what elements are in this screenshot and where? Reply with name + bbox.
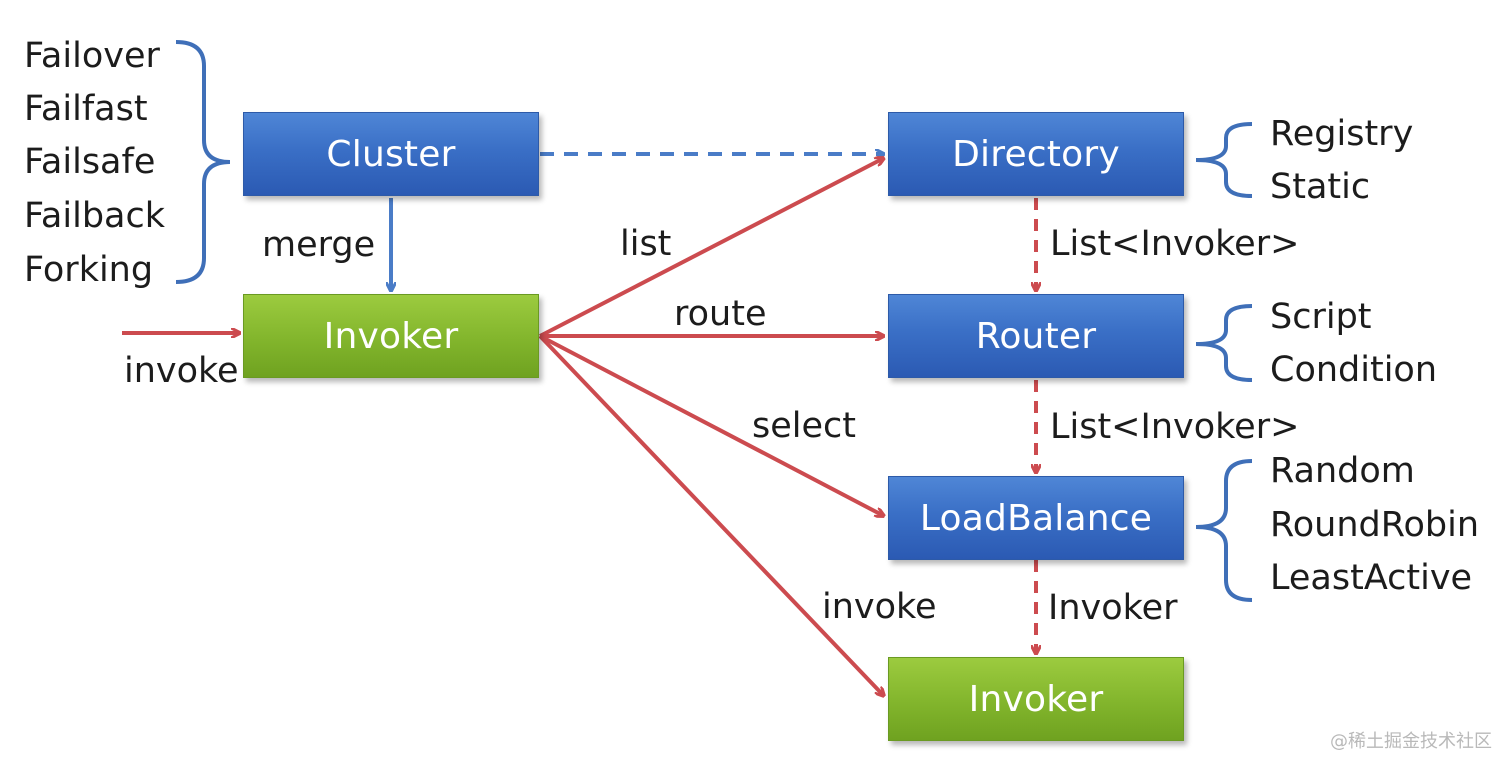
cluster-impls-brace [175, 40, 231, 284]
loadbalance-to-invoker-label: Invoker [1048, 588, 1178, 628]
loadbalance-impls-brace [1195, 459, 1253, 602]
directory-node: Directory [888, 112, 1184, 196]
cluster-node-label: Cluster [326, 133, 456, 175]
cluster-impl-item: Forking [24, 250, 154, 290]
router-node-label: Router [975, 315, 1097, 357]
select-arrow [539, 334, 884, 516]
cluster-node: Cluster [243, 112, 539, 196]
router-node: Router [888, 294, 1184, 378]
directory-node-label: Directory [952, 133, 1120, 175]
cluster-impl-item: Failsafe [24, 142, 156, 182]
loadbalance-node-label: LoadBalance [919, 497, 1153, 539]
router-impl-item: Condition [1270, 350, 1438, 390]
list-arrow [539, 158, 884, 338]
cluster-impl-item: Failfast [24, 89, 148, 129]
invoke-out-label: invoke [822, 587, 937, 627]
invoker-target-node-label: Invoker [968, 678, 1104, 720]
loadbalance-impl-item: LeastActive [1270, 558, 1473, 598]
list-label: list [620, 224, 672, 264]
directory-to-router-label: List<Invoker> [1050, 224, 1300, 264]
loadbalance-node: LoadBalance [888, 476, 1184, 560]
invoke-in-label: invoke [124, 351, 239, 391]
cluster-impl-item: Failback [24, 196, 165, 236]
router-to-loadbalance-label: List<Invoker> [1050, 407, 1300, 447]
directory-impls-brace [1195, 122, 1253, 198]
directory-impl-item: Registry [1270, 114, 1414, 154]
loadbalance-impl-item: RoundRobin [1270, 505, 1480, 545]
loadbalance-impl-item: Random [1270, 451, 1415, 491]
watermark: @稀土掘金技术社区 [1330, 731, 1492, 752]
invoker-main-node-label: Invoker [323, 315, 459, 357]
invoke-out-arrow [538, 334, 884, 696]
invoker-main-node: Invoker [243, 294, 539, 378]
select-label: select [752, 406, 856, 446]
router-impl-item: Script [1270, 297, 1372, 337]
route-label: route [674, 294, 767, 334]
directory-impl-item: Static [1270, 167, 1371, 207]
router-impls-brace [1195, 304, 1253, 382]
invoker-target-node: Invoker [888, 657, 1184, 741]
merge-label: merge [262, 225, 376, 265]
cluster-impl-item: Failover [24, 36, 160, 76]
